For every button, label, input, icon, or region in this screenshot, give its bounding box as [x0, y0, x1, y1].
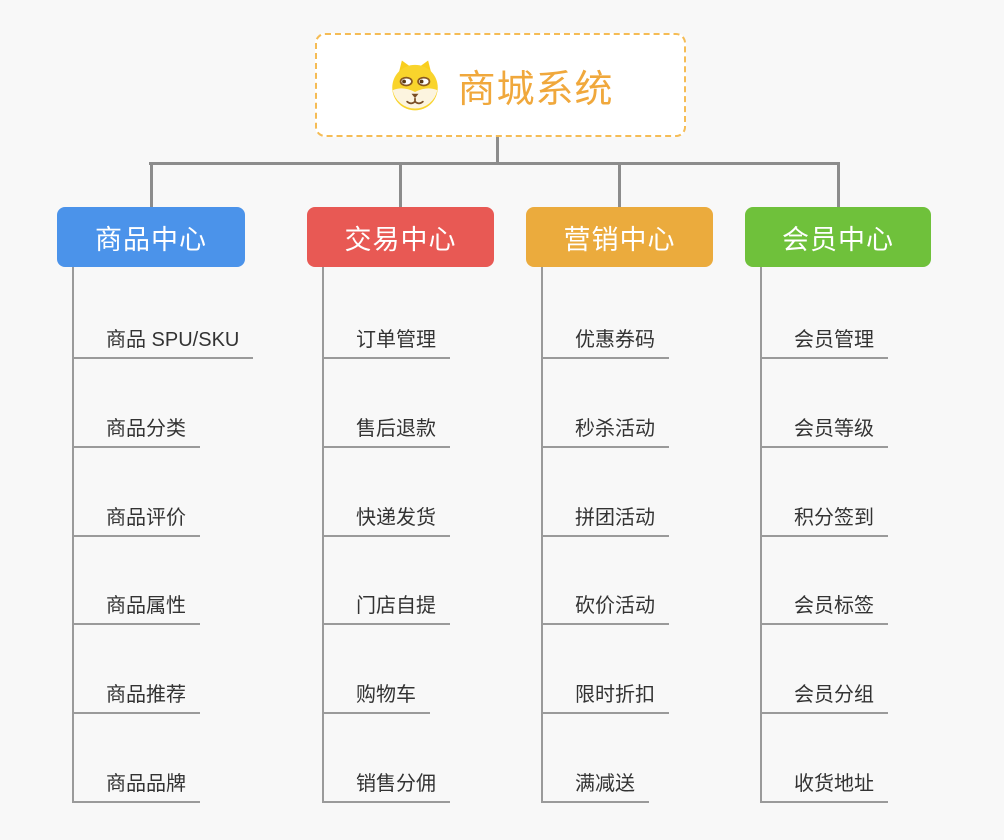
child-topic-label: 商品属性 — [106, 595, 186, 618]
connector-children-line — [760, 267, 762, 801]
connector-children-line — [72, 267, 74, 801]
child-topic-label: 商品评价 — [106, 506, 186, 529]
child-topic[interactable]: 拼团活动 — [541, 495, 669, 537]
connector-branch-drop — [618, 162, 621, 208]
connector-children-line — [541, 267, 543, 801]
child-topic[interactable]: 优惠券码 — [541, 317, 669, 359]
child-topic[interactable]: 商品品牌 — [72, 761, 200, 803]
child-topic-label: 会员管理 — [794, 329, 874, 351]
child-topic-label: 商品推荐 — [106, 684, 186, 707]
child-topic-label: 会员标签 — [794, 595, 874, 618]
child-topic[interactable]: 快递发货 — [322, 495, 450, 537]
child-topic-label: 门店自提 — [356, 595, 436, 618]
child-topic[interactable]: 订单管理 — [322, 317, 450, 359]
branch-node-member-center[interactable]: 会员中心 — [745, 207, 931, 267]
child-topic[interactable]: 商品分类 — [72, 406, 200, 448]
connector-branch-drop — [836, 162, 840, 208]
branch-node-trade-center[interactable]: 交易中心 — [307, 207, 494, 267]
child-topic[interactable]: 秒杀活动 — [541, 406, 669, 448]
child-topic-label: 商品 SPU/SKU — [106, 329, 240, 351]
branch-label: 交易中心 — [344, 224, 457, 255]
child-topic[interactable]: 门店自提 — [322, 583, 450, 626]
branch-label: 会员中心 — [782, 224, 894, 255]
child-topic-label: 售后退款 — [356, 417, 436, 440]
child-topic-label: 商品品牌 — [106, 773, 186, 795]
connector-branch-drop — [399, 162, 402, 208]
child-topic-label: 满减送 — [575, 773, 635, 795]
child-topic[interactable]: 商品 SPU/SKU — [72, 317, 254, 359]
child-topic-label: 会员分组 — [794, 684, 874, 707]
child-topic-label: 限时折扣 — [575, 684, 655, 707]
child-topic-label: 快递发货 — [356, 506, 436, 529]
child-topic-label: 购物车 — [356, 684, 416, 707]
child-topic[interactable]: 积分签到 — [760, 495, 888, 537]
child-topic[interactable]: 限时折扣 — [541, 672, 669, 715]
child-topic[interactable]: 会员标签 — [760, 583, 888, 626]
connector-horizontal-rail — [149, 162, 840, 165]
branch-node-marketing-center[interactable]: 营销中心 — [526, 207, 713, 267]
connector-branch-drop — [149, 162, 153, 208]
child-topic-label: 积分签到 — [794, 506, 874, 529]
branch-label: 商品中心 — [95, 224, 207, 255]
child-topic[interactable]: 收货地址 — [760, 761, 888, 803]
child-topic-label: 商品分类 — [106, 417, 186, 440]
child-topic-label: 秒杀活动 — [575, 417, 655, 440]
root-title: 商城系统 — [457, 68, 614, 111]
child-topic[interactable]: 满减送 — [541, 761, 649, 803]
child-topic[interactable]: 会员分组 — [760, 672, 888, 715]
branch-node-product-center[interactable]: 商品中心 — [57, 207, 245, 267]
child-topic[interactable]: 商品评价 — [72, 495, 200, 537]
child-topic[interactable]: 销售分佣 — [322, 761, 450, 803]
child-topic-label: 销售分佣 — [356, 773, 436, 795]
child-topic[interactable]: 售后退款 — [322, 406, 450, 448]
child-topic[interactable]: 购物车 — [322, 672, 430, 715]
child-topic-label: 收货地址 — [794, 773, 874, 795]
child-topic-label: 订单管理 — [356, 329, 436, 351]
child-topic-label: 会员等级 — [794, 417, 874, 440]
dog-face-icon — [392, 60, 439, 111]
child-topic[interactable]: 会员等级 — [760, 406, 888, 448]
connector-root-stem — [496, 137, 499, 163]
child-topic[interactable]: 商品推荐 — [72, 672, 200, 715]
child-topic[interactable]: 商品属性 — [72, 583, 200, 626]
connector-children-line — [322, 267, 324, 801]
child-topic[interactable]: 砍价活动 — [541, 583, 669, 626]
child-topic[interactable]: 会员管理 — [760, 317, 888, 359]
branch-label: 营销中心 — [563, 224, 676, 255]
root-node[interactable]: 商城系统 — [315, 33, 686, 137]
child-topic-label: 拼团活动 — [575, 506, 655, 529]
child-topic-label: 优惠券码 — [575, 329, 655, 351]
child-topic-label: 砍价活动 — [575, 595, 655, 618]
